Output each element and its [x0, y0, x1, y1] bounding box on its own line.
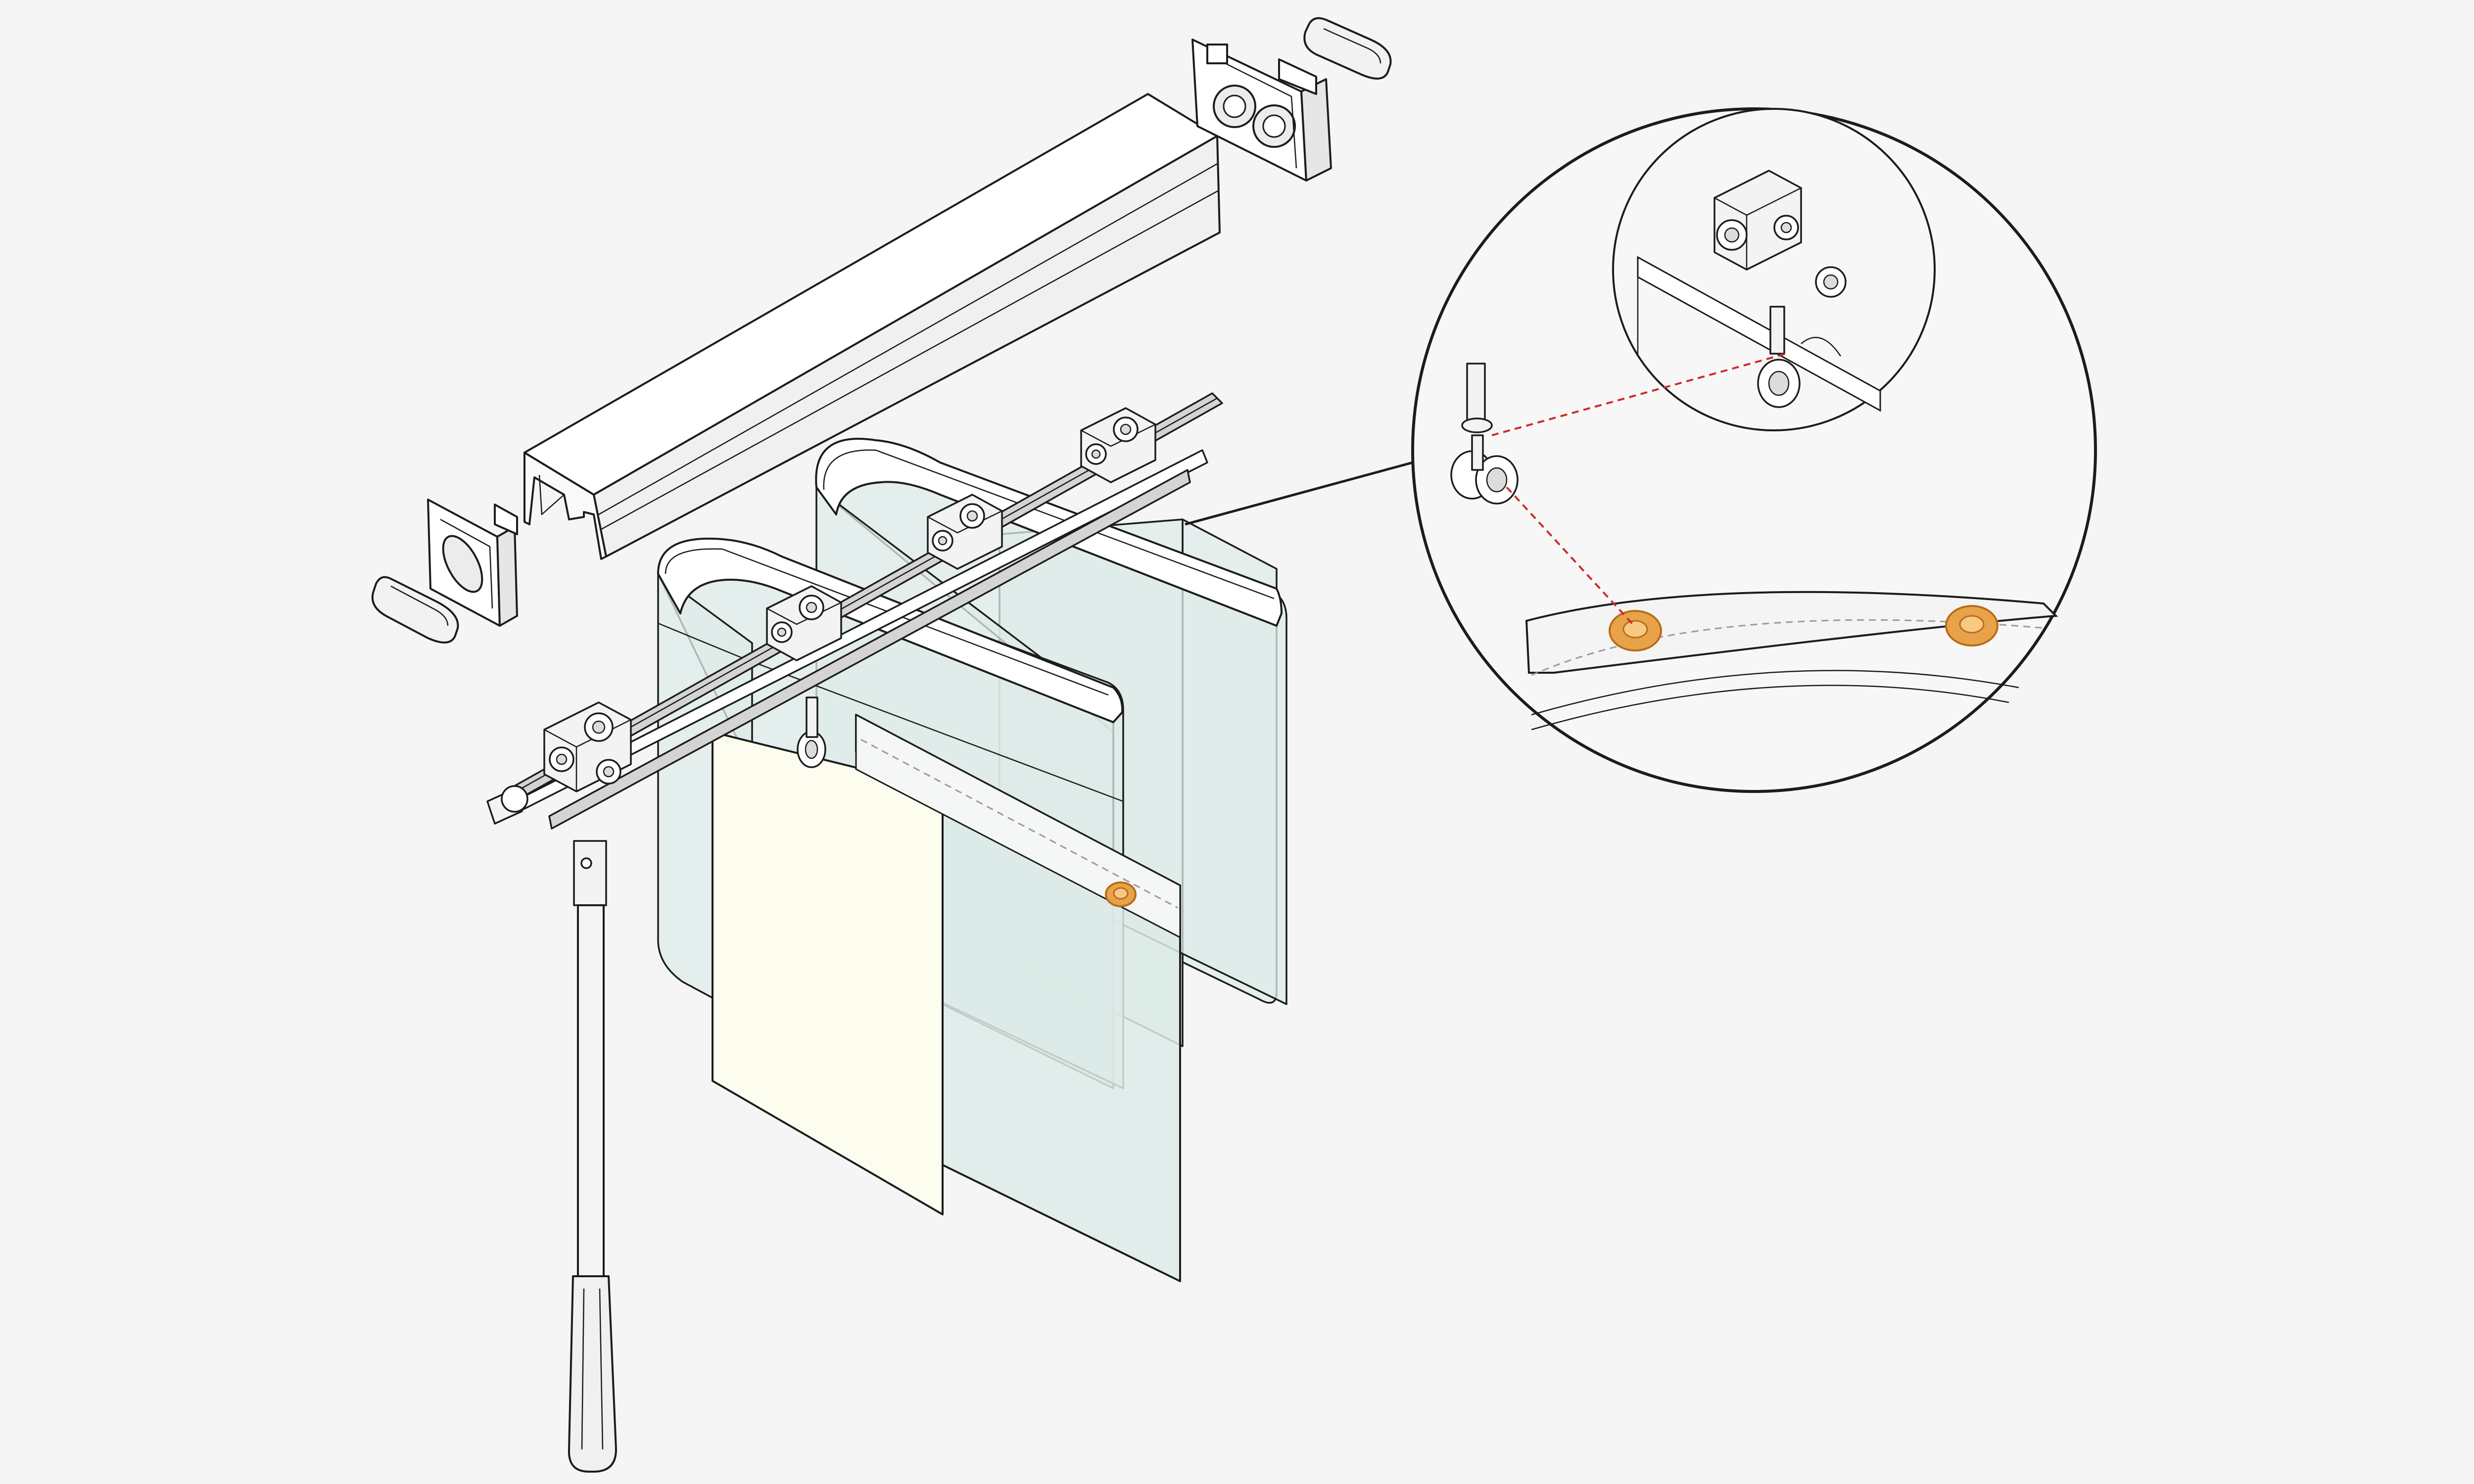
roller-carrier-3 — [927, 494, 1003, 570]
roller-carriers — [486, 407, 1156, 825]
end-cap-left-group — [371, 499, 518, 644]
callout-leader — [1185, 461, 1413, 526]
fabric-panel-1 — [855, 713, 1181, 1282]
panel-grommet — [1945, 605, 1998, 647]
panel-grommet — [1105, 881, 1137, 907]
carrier-rod — [504, 392, 1223, 830]
detail-callout — [1185, 107, 2097, 793]
rod-end-knob — [486, 785, 528, 825]
panel-grommet — [1609, 610, 1662, 651]
panel-hook — [797, 696, 826, 768]
roller-carrier-2 — [766, 585, 842, 661]
end-cap-plug-right — [1303, 17, 1392, 80]
detail-inner-carrier — [1637, 170, 1881, 412]
end-cap-left — [427, 499, 518, 627]
roller-carrier-1 — [543, 701, 632, 792]
end-cap-right-group — [1191, 17, 1392, 182]
detail-hook — [1450, 363, 1519, 505]
end-cap-plug-left — [371, 576, 459, 644]
detail-fabric — [1525, 591, 2058, 731]
roller-carrier-4 — [1080, 407, 1156, 483]
end-cap-right — [1191, 39, 1332, 182]
detail-inner-circle — [1612, 108, 1936, 431]
alignment-leaders — [1491, 353, 1787, 625]
operating-wand — [568, 840, 617, 1473]
